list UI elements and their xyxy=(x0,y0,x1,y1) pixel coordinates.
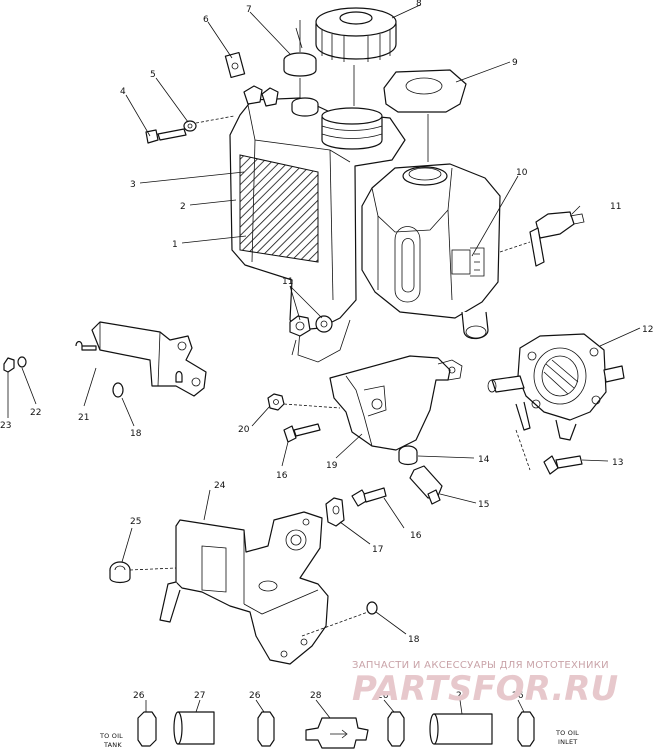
filler-cap xyxy=(315,7,397,62)
nut-11 xyxy=(289,315,311,337)
callout-17: 17 xyxy=(372,545,383,555)
to-oil-inlet-line2: INLET xyxy=(558,738,577,746)
watermark-logo: PARTSFOR.RU xyxy=(352,669,618,709)
callout-22: 22 xyxy=(30,408,41,418)
callout-16-upper: 16 xyxy=(276,471,288,481)
hose-nut-26a xyxy=(137,711,157,747)
hose-27a xyxy=(173,711,215,745)
leader-lines xyxy=(7,4,641,719)
callout-26-a: 26 xyxy=(133,691,145,701)
nut-20 xyxy=(267,393,285,411)
callout-2: 2 xyxy=(180,202,186,212)
hose-27b xyxy=(429,713,493,745)
callout-27-b: 27 xyxy=(456,691,467,701)
vent-valves xyxy=(243,85,319,117)
inline-filter-28 xyxy=(305,717,369,749)
callout-16-lower: 16 xyxy=(410,531,422,541)
to-oil-tank-line1: TO OIL xyxy=(99,732,123,740)
callout-28: 28 xyxy=(310,691,322,701)
callout-21: 21 xyxy=(78,413,89,423)
hose-nut-26c xyxy=(387,711,405,747)
callout-11-middle: 11 xyxy=(282,277,293,287)
foam-pad xyxy=(239,154,319,263)
callout-11-right: 11 xyxy=(610,202,621,212)
oil-pump xyxy=(487,333,625,441)
callout-9: 9 xyxy=(512,58,518,68)
callout-6: 6 xyxy=(203,15,209,25)
washer-22 xyxy=(17,356,27,368)
clip-18-left xyxy=(112,382,124,398)
callout-numbers: 1 2 3 4 5 6 7 8 9 10 11 11 12 13 14 15 1… xyxy=(0,0,653,701)
callout-10: 10 xyxy=(516,168,528,178)
callout-19: 19 xyxy=(326,461,338,471)
nut-23 xyxy=(3,357,15,373)
callout-23: 23 xyxy=(0,421,11,431)
watermark: ЗАПЧАСТИ И АКСЕССУАРЫ ДЛЯ МОТОТЕХНИКИ PA… xyxy=(352,660,618,709)
hose-nut-26d xyxy=(517,711,535,747)
callout-5: 5 xyxy=(150,70,156,80)
bracket-21 xyxy=(75,321,207,397)
bolt-13 xyxy=(543,455,583,475)
callout-14: 14 xyxy=(478,455,490,465)
callout-25: 25 xyxy=(130,517,141,527)
lower-bracket-24 xyxy=(159,511,329,665)
bolt-16-lower xyxy=(351,487,387,507)
watermark-tagline: ЗАПЧАСТИ И АКСЕССУАРЫ ДЛЯ МОТОТЕХНИКИ xyxy=(352,660,609,671)
elbow-fitting-right xyxy=(529,211,585,267)
filler-neck xyxy=(321,107,383,150)
washer-5 xyxy=(183,120,197,132)
bolt-16-upper xyxy=(283,423,321,443)
grommet-25 xyxy=(109,561,131,584)
fitting-15 xyxy=(409,465,443,505)
bolt-4 xyxy=(145,128,187,144)
washer-11 xyxy=(315,315,333,333)
fitting-14 xyxy=(398,445,418,466)
hose-end-labels: TO OIL TANK TO OIL INLET xyxy=(99,729,579,749)
dipstick xyxy=(283,20,317,110)
clip-18-lower xyxy=(366,601,378,615)
callout-27-a: 27 xyxy=(194,691,205,701)
callout-26-d: 26 xyxy=(512,691,524,701)
callout-1: 1 xyxy=(172,240,178,250)
callout-15: 15 xyxy=(478,500,489,510)
callout-3: 3 xyxy=(130,180,136,190)
callout-4: 4 xyxy=(120,87,126,97)
callout-7: 7 xyxy=(246,5,252,15)
callout-12: 12 xyxy=(642,325,653,335)
callout-18-lower: 18 xyxy=(408,635,420,645)
callout-20: 20 xyxy=(238,425,250,435)
spacer-17 xyxy=(325,497,345,527)
callout-26-b: 26 xyxy=(249,691,261,701)
reservoir-cap xyxy=(383,69,467,113)
oil-reservoir xyxy=(361,163,501,340)
callout-26-c: 26 xyxy=(377,691,389,701)
to-oil-tank-line2: TANK xyxy=(103,741,122,749)
vent-fitting xyxy=(224,51,246,79)
to-oil-inlet-line1: TO OIL xyxy=(555,729,579,737)
callout-13: 13 xyxy=(612,458,623,468)
callout-24: 24 xyxy=(214,481,226,491)
hose-nut-26b xyxy=(257,711,275,747)
callout-8: 8 xyxy=(416,0,422,9)
pump-bracket-19 xyxy=(329,355,463,451)
callout-18-left: 18 xyxy=(130,429,142,439)
